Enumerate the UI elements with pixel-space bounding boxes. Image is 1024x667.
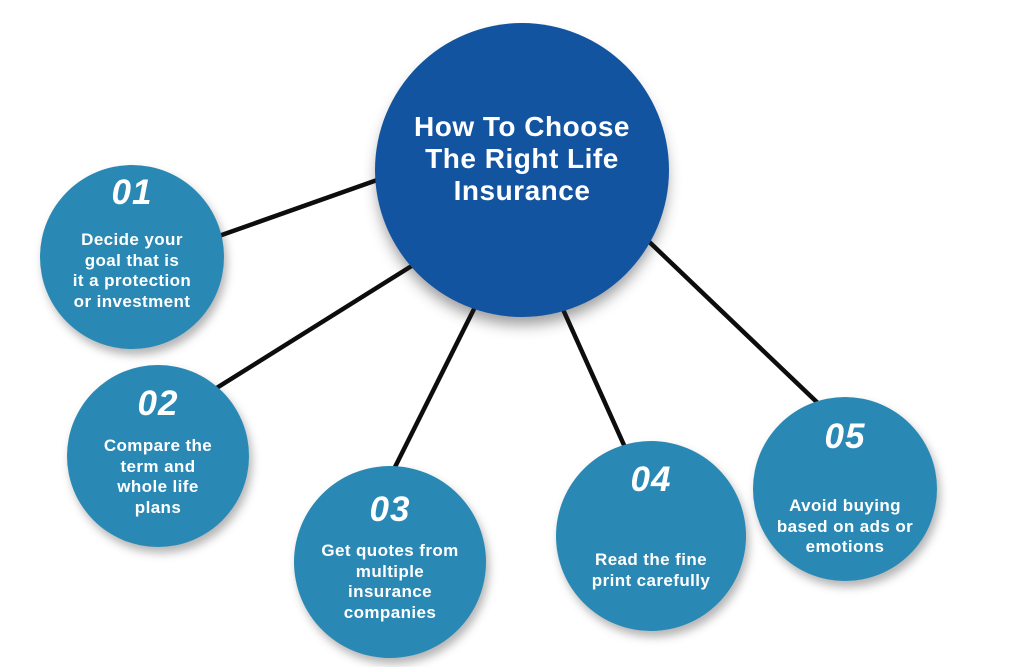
connector-line-02 [212,259,421,392]
step-circle-02: 02 Compare the term and whole life plans [67,365,249,547]
step-description-05: Avoid buying based on ads or emotions [776,496,914,556]
connector-line-03 [389,294,483,476]
step-circle-01: 01 Decide your goal that is it a protect… [40,165,224,349]
step-number-02: 02 [137,384,179,423]
connector-line-04 [554,293,631,457]
infographic-title: How To Choose The Right Life Insurance [414,111,630,206]
step-circle-03: 03 Get quotes from multiple insurance co… [294,466,486,658]
step-circle-04: 04 Read the fine print carefully [556,441,746,631]
step-description-04: Read the fine print carefully [591,550,711,590]
step-description-01: Decide your goal that is it a protection… [72,230,192,311]
connector-line-05 [638,231,826,411]
step-number-05: 05 [824,417,866,456]
step-description-03: Get quotes from multiple insurance compa… [321,541,459,622]
step-number-03: 03 [369,490,411,529]
step-number-04: 04 [630,460,672,499]
step-circle-05: 05 Avoid buying based on ads or emotions [753,397,937,581]
connector-line-01 [213,176,383,240]
step-number-01: 01 [111,173,153,212]
central-topic-circle: How To Choose The Right Life Insurance [375,23,669,317]
step-description-02: Compare the term and whole life plans [103,436,213,517]
